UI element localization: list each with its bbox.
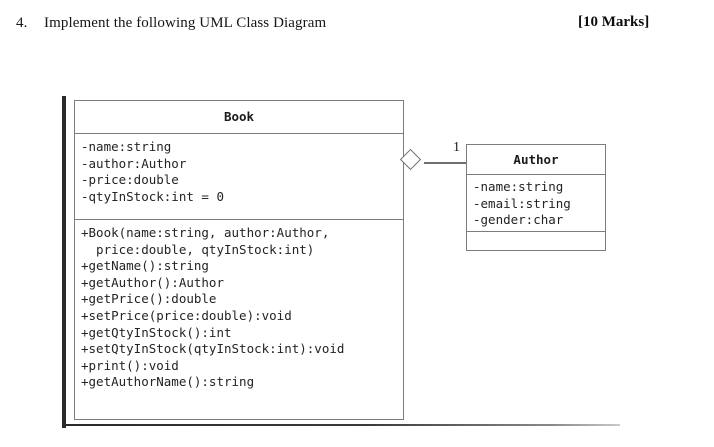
question-text: Implement the following UML Class Diagra… xyxy=(44,15,327,31)
question-number: 4. xyxy=(16,15,28,31)
page-edge-artifact-vertical xyxy=(62,96,66,428)
methods-compartment-book: +Book(name:string, author:Author, price:… xyxy=(75,219,403,391)
multiplicity-label-author: 1 xyxy=(453,140,460,155)
class-name-author: Author xyxy=(513,152,559,167)
class-name-book: Book xyxy=(223,109,255,124)
association-line xyxy=(424,162,467,164)
uml-class-author: Author -name:string -email:string -gende… xyxy=(466,144,606,251)
uml-class-book: Book -name:string -author:Author -price:… xyxy=(74,100,404,420)
page-edge-artifact-horizontal xyxy=(62,424,620,426)
attributes-compartment-book: -name:string -author:Author -price:doubl… xyxy=(75,133,403,219)
marks-label: [10 Marks] xyxy=(578,14,650,30)
methods-compartment-author xyxy=(467,231,605,249)
attributes-compartment-author: -name:string -email:string -gender:char xyxy=(467,174,605,231)
